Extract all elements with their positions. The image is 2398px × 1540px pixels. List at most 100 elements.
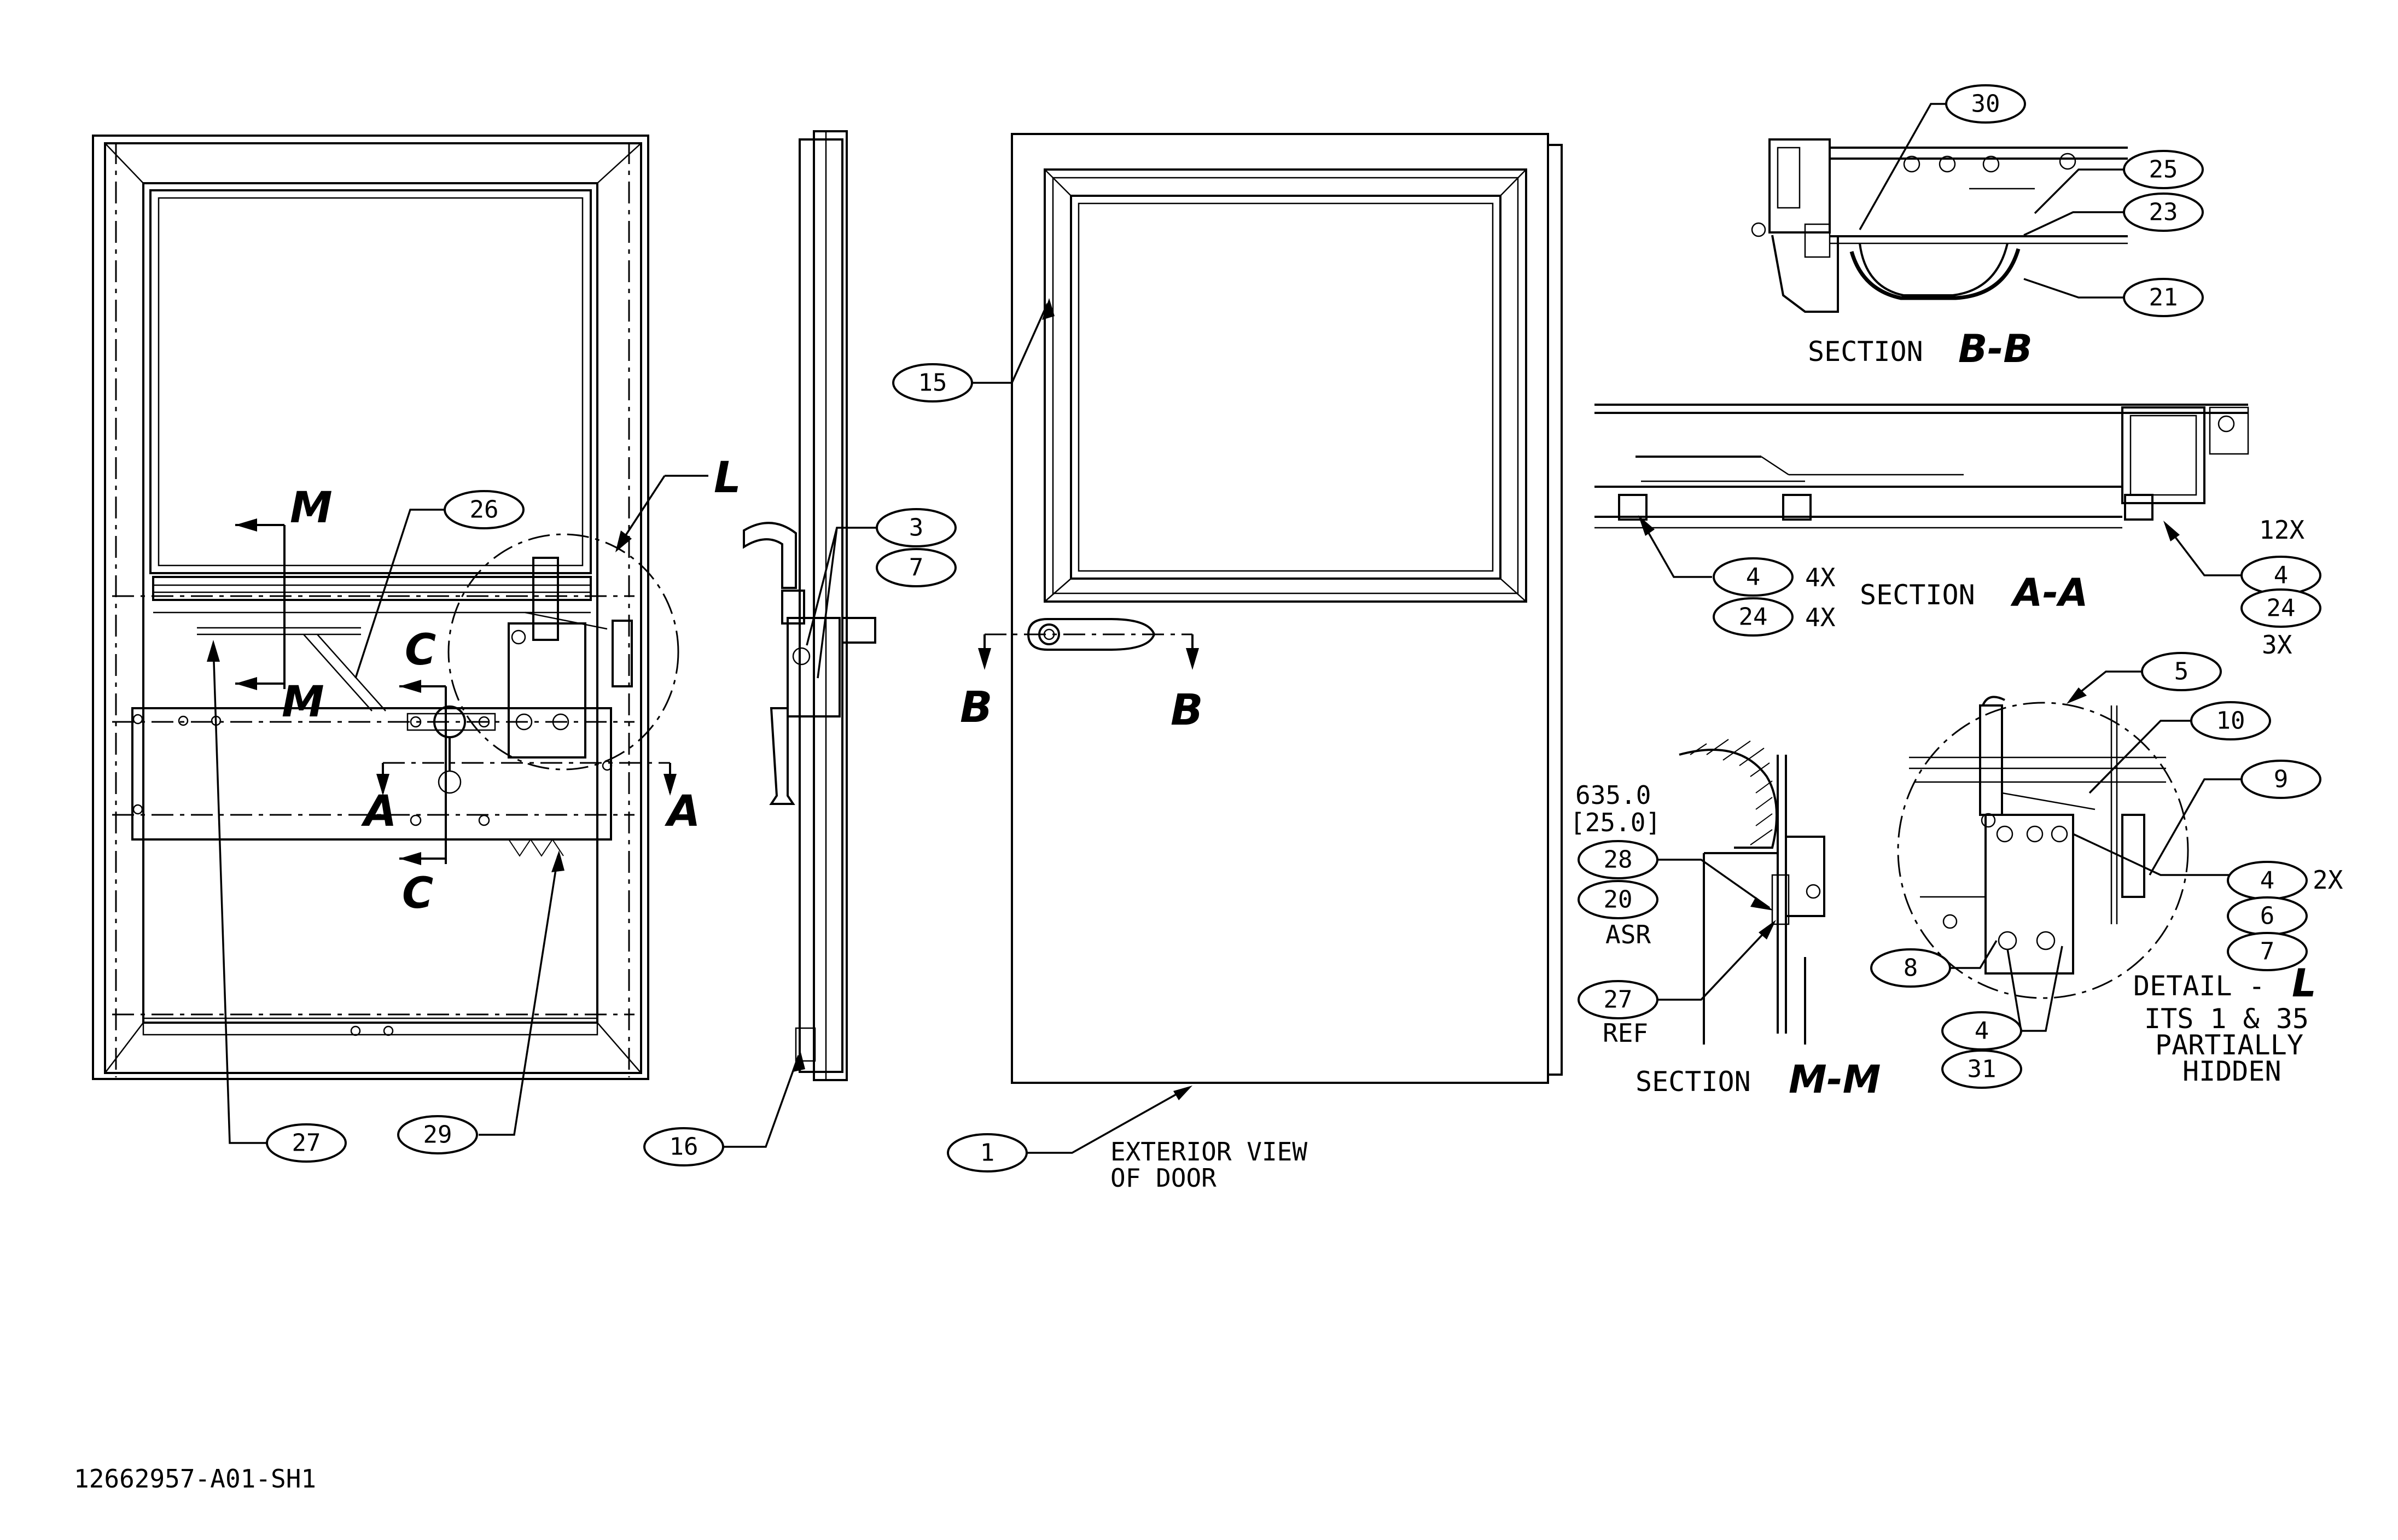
section-mm-view <box>1679 739 1825 1045</box>
svg-text:29: 29 <box>423 1121 452 1149</box>
svg-text:4: 4 <box>2260 867 2275 895</box>
svg-text:15: 15 <box>918 369 947 397</box>
svg-text:7: 7 <box>2260 938 2275 966</box>
section-b-letter-right: B <box>1171 686 1203 735</box>
exterior-door-view: B B <box>960 133 1563 1084</box>
callout-24-aa-left: 24 <box>1713 597 1794 637</box>
detail-l-leader: L <box>615 453 741 552</box>
section-m-letter-top: M <box>290 483 333 533</box>
callout-4-detail: 4 <box>2227 861 2308 900</box>
svg-text:16: 16 <box>670 1133 699 1161</box>
callout-24-aa-right: 24 <box>2240 588 2321 628</box>
callout-7-side: 7 <box>876 548 957 587</box>
callout-8: 8 <box>1870 948 1951 988</box>
svg-text:31: 31 <box>1968 1055 1997 1083</box>
svg-text:24: 24 <box>2267 594 2296 622</box>
svg-text:1: 1 <box>980 1139 995 1167</box>
callout-3: 3 <box>876 508 957 547</box>
section-b-letter-left: B <box>960 683 992 732</box>
section-m-letter-bottom: M <box>282 678 324 727</box>
section-c-letter-top: C <box>405 626 436 675</box>
door-side-view <box>743 130 876 1081</box>
svg-text:3: 3 <box>909 514 924 542</box>
callout-4-aa-right: 4 <box>2240 556 2321 595</box>
callout-25: 25 <box>2123 150 2204 189</box>
svg-text:20: 20 <box>1604 886 1633 914</box>
callout-15: 15 <box>892 363 973 402</box>
section-a-arrows: A A <box>360 762 700 836</box>
callout-31: 31 <box>1941 1049 2022 1089</box>
section-aa-letters: A-A <box>2010 570 2088 615</box>
callout-4-lower: 4 <box>1941 1011 2022 1051</box>
svg-text:27: 27 <box>292 1129 321 1157</box>
svg-text:21: 21 <box>2149 284 2178 312</box>
section-m-arrows: M M <box>235 483 333 727</box>
detail-l-label-letter: L <box>2292 961 2316 1006</box>
qty-2x: 2X <box>2313 865 2343 895</box>
svg-text:10: 10 <box>2216 707 2245 735</box>
callout-10: 10 <box>2190 701 2271 740</box>
drawing-number: 12662957-A01-SH1 <box>74 1464 316 1494</box>
qty-12x: 12X <box>2259 515 2304 545</box>
svg-text:24: 24 <box>1739 603 1768 631</box>
callout-20: 20 <box>1578 880 1658 919</box>
detail-note-3: HIDDEN <box>2182 1055 2281 1087</box>
svg-text:23: 23 <box>2149 199 2178 226</box>
ref-label: REF <box>1603 1018 1648 1048</box>
detail-l-view <box>1897 696 2189 999</box>
callout-4-aa-left: 4 <box>1713 557 1794 597</box>
callout-27-mm: 27 <box>1578 980 1658 1019</box>
section-bb-label: SECTION <box>1808 336 1923 368</box>
section-aa-label: SECTION <box>1860 579 1975 611</box>
callout-29: 29 <box>397 1115 478 1154</box>
svg-text:6: 6 <box>2260 902 2275 930</box>
callout-28: 28 <box>1578 840 1658 879</box>
asr-label: ASR <box>1605 920 1651 949</box>
svg-text:8: 8 <box>1904 954 1918 982</box>
dim-in: [25.0] <box>1570 808 1661 837</box>
callout-23: 23 <box>2123 192 2204 232</box>
callout-7-detail: 7 <box>2227 932 2308 971</box>
callout-16: 16 <box>643 1127 724 1166</box>
svg-text:30: 30 <box>1971 90 2000 118</box>
section-a-letter-right: A <box>664 787 700 836</box>
qty-4x-b: 4X <box>1805 603 1836 632</box>
svg-text:4: 4 <box>2274 562 2289 590</box>
section-c-arrows: C C <box>399 626 447 918</box>
detail-note-1: ITS 1 & 35 <box>2144 1003 2309 1035</box>
callout-6: 6 <box>2227 896 2308 936</box>
svg-text:4: 4 <box>1746 563 1761 591</box>
callout-1: 1 <box>947 1133 1028 1172</box>
interior-door-view <box>92 135 679 1080</box>
callout-26: 26 <box>444 490 525 529</box>
svg-text:27: 27 <box>1604 986 1633 1014</box>
svg-text:25: 25 <box>2149 156 2178 184</box>
section-mm-label: SECTION <box>1635 1066 1751 1098</box>
detail-note-2: PARTIALLY <box>2155 1029 2303 1061</box>
svg-text:26: 26 <box>470 496 499 524</box>
exterior-label-2: OF DOOR <box>1110 1163 1217 1193</box>
callout-9: 9 <box>2240 760 2321 799</box>
dim-mm: 635.0 <box>1575 780 1651 810</box>
callout-5: 5 <box>2141 652 2222 691</box>
svg-text:5: 5 <box>2174 658 2189 686</box>
section-bb-letters: B-B <box>1958 326 2033 371</box>
section-aa-view <box>1594 404 2249 529</box>
section-mm-letters: M-M <box>1789 1057 1881 1102</box>
svg-text:4: 4 <box>1975 1017 1989 1045</box>
svg-text:9: 9 <box>2274 766 2289 794</box>
svg-text:7: 7 <box>909 554 924 582</box>
callout-27-left: 27 <box>266 1123 347 1163</box>
detail-l-letter: L <box>714 453 741 503</box>
detail-l-label: DETAIL - <box>2133 970 2265 1002</box>
leader-lines <box>207 103 2242 1154</box>
section-a-letter-left: A <box>360 787 397 836</box>
section-bb-view <box>1751 138 2128 313</box>
qty-4x-a: 4X <box>1805 563 1836 592</box>
section-c-letter-bottom: C <box>402 869 433 918</box>
qty-3x: 3X <box>2262 630 2292 660</box>
exterior-label-1: EXTERIOR VIEW <box>1110 1137 1307 1166</box>
svg-text:28: 28 <box>1604 846 1633 874</box>
callout-21: 21 <box>2123 278 2204 317</box>
